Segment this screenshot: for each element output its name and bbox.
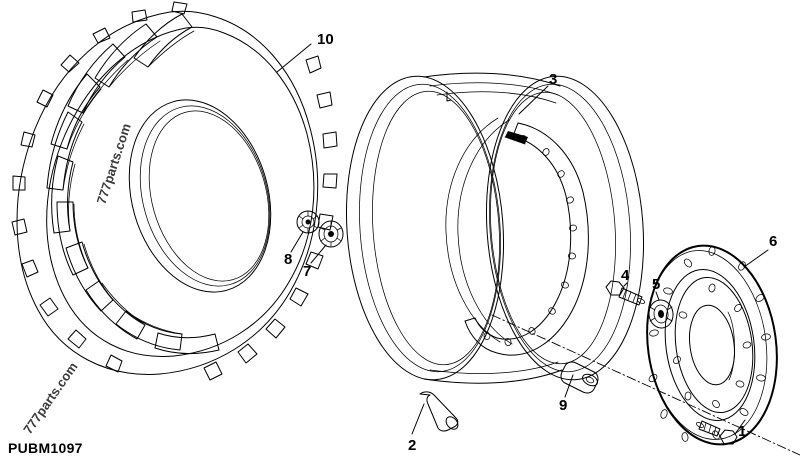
disc-dish-outer: [664, 268, 756, 422]
bolt-4-shank: [618, 287, 643, 306]
disc-hub-bolt-holes: [673, 283, 752, 408]
valve-stem-part: 2: [408, 391, 459, 454]
nut-5-bore: [657, 310, 665, 318]
disc-center-bore: [689, 304, 735, 386]
leader-3: [518, 85, 549, 115]
bolt-4-threads: [622, 289, 637, 303]
valve-stem-tip: [445, 416, 459, 430]
rim-inner-contours: [445, 117, 513, 345]
rim-near-flange-outer: [485, 75, 645, 381]
rim-near-flange-inner: [489, 83, 631, 373]
leader-2: [411, 403, 425, 435]
disc-dish-inner: [674, 276, 754, 414]
rim-far-flange-inner: [359, 83, 501, 373]
valve-core-knurl: [320, 221, 342, 247]
rim-clamp-band: [464, 122, 589, 356]
leader-8: [290, 231, 304, 253]
callout-4: 4: [621, 267, 630, 284]
callout-3: 3: [549, 71, 557, 88]
disc-bore-shade: [727, 311, 735, 381]
leader-1: [734, 419, 746, 435]
nut-5-inner: [653, 304, 669, 324]
callout-10: 10: [317, 31, 334, 48]
callout-7: 7: [303, 263, 311, 280]
leader-6: [743, 249, 769, 268]
part-code-label: PUBM1097: [8, 440, 83, 456]
rim-barrel-bottom-2: [429, 361, 559, 374]
rim-flange-tick: [446, 91, 452, 102]
rim-near-bead-seat: [490, 91, 616, 365]
rim-barrel-top: [423, 72, 561, 87]
wheel-disc-assembly: 6: [646, 233, 778, 446]
callout-2: 2: [408, 437, 416, 454]
valve-cap-knurl: [298, 210, 318, 234]
assembly-centerline: [491, 314, 800, 456]
bolt-1-threads: [703, 422, 717, 435]
spacer-body: [560, 361, 599, 394]
tire-sidewall-line: [46, 26, 315, 358]
rim-barrel-top-2: [429, 82, 559, 96]
leader-7: [310, 244, 327, 264]
leader-9: [564, 374, 574, 398]
disc-outer-bolt-holes: [648, 246, 771, 442]
hex-bolt-part-1: 1: [695, 419, 746, 445]
leader-4: [623, 282, 628, 287]
tire-tread-bar-details: [62, 30, 195, 335]
clamp-band-holes: [483, 135, 577, 346]
clamp-head: [505, 131, 528, 144]
rim-far-bead-seat: [372, 90, 500, 366]
tire-lug-notches-left: [11, 1, 188, 373]
bolt-1-shank: [698, 420, 721, 437]
tire-inner-opening: [128, 99, 272, 293]
spacer-bushing-part: 9: [559, 361, 599, 414]
valve-stem-body: [419, 391, 459, 432]
valve-cap-part: 8: [284, 210, 320, 268]
valve-small-parts: 8 7: [284, 210, 344, 280]
bolt-part-4: 4: [605, 267, 646, 306]
callout-9: 9: [559, 397, 567, 414]
tire-lug-notches: [203, 55, 338, 381]
callout-1: 1: [738, 423, 746, 440]
valve-core-part: 7: [303, 220, 344, 280]
callout-6: 6: [769, 233, 777, 250]
disc-outer-inner-line: [646, 250, 768, 440]
rim-barrel-top-3: [436, 91, 557, 104]
callout-8: 8: [284, 251, 292, 268]
bolt-4-head: [605, 280, 625, 296]
bolt-1-head: [719, 429, 738, 445]
rim-far-flange-outer: [345, 75, 505, 381]
wheel-rim-assembly: 3: [345, 71, 645, 384]
leader-10: [276, 43, 312, 73]
rim-barrel-bottom: [423, 369, 563, 384]
leader-5: [655, 291, 660, 301]
spacer-inner-bore: [585, 376, 595, 384]
spacer-bore: [582, 373, 598, 387]
